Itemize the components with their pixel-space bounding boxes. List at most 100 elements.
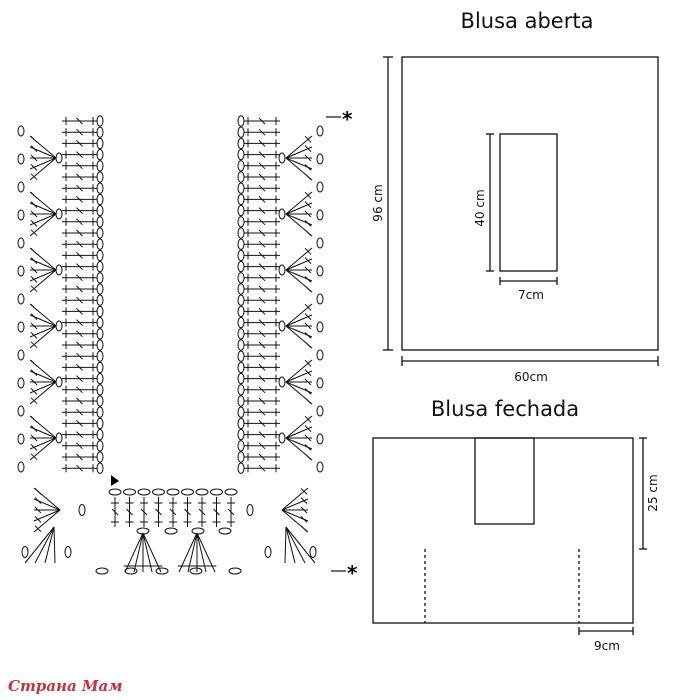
stitch-tick (76, 386, 83, 394)
chain-stitch-icon (316, 377, 324, 389)
chain-stitch-icon (17, 153, 25, 165)
chain-stitch-icon (96, 272, 104, 284)
stitch-tick (30, 210, 38, 218)
stitch-tick (304, 285, 312, 293)
stitch-tick (76, 263, 83, 270)
chain-stitch-icon (17, 405, 25, 417)
arm-opening-outline (499, 133, 558, 272)
chain-stitch-icon (218, 527, 232, 535)
stitch-tick (30, 443, 38, 451)
chain-stitch-icon (224, 488, 238, 496)
stitch-tick (76, 218, 83, 226)
chain-stitch-icon (316, 405, 324, 417)
chain-stitch-icon (96, 462, 104, 474)
fan-stitch-icon (285, 526, 316, 564)
stitch-tick (76, 352, 83, 360)
crochet-stitch-chart (17, 115, 324, 575)
chain-stitch-icon (96, 350, 104, 362)
chain-stitch-icon (316, 349, 324, 361)
closed-height-label: 25 cm (646, 474, 660, 511)
chain-stitch-icon (55, 152, 63, 164)
stitch-tick (30, 285, 38, 293)
stitch-tick (76, 117, 83, 125)
stitch-tick (198, 508, 206, 516)
stitch-tick (300, 487, 308, 495)
stitch-tick (258, 229, 266, 237)
stitch-tick (30, 219, 38, 227)
chain-stitch-icon (237, 238, 245, 250)
stitch-tick (258, 352, 266, 360)
stitch-tick (258, 420, 266, 427)
stitch-tick (76, 341, 83, 349)
chain-stitch-icon (210, 488, 223, 496)
opening-height-label: 40 cm (473, 189, 487, 226)
stitch-tick (30, 257, 38, 265)
chain-stitch-icon (189, 567, 203, 575)
stitch-tick (304, 191, 312, 199)
stitch-tick (76, 319, 83, 326)
stitch-tick (76, 364, 83, 371)
stitch-tick (304, 397, 312, 405)
stitch-tick (258, 341, 266, 349)
chain-stitch-icon (96, 316, 104, 329)
chain-stitch-icon (316, 237, 324, 249)
chain-stitch-icon (96, 428, 104, 441)
stitch-tick (304, 378, 312, 386)
chain-stitch-icon (96, 440, 104, 452)
stitch-tick (258, 218, 266, 226)
chain-stitch-icon (17, 377, 25, 389)
chain-stitch-icon (108, 488, 122, 496)
stitch-tick (304, 173, 312, 181)
chain-stitch-icon (316, 209, 324, 221)
stitch-tick (76, 296, 83, 304)
watermark-logo: Страна Мам (8, 677, 122, 695)
chain-stitch-icon (96, 395, 104, 407)
stitch-tick (304, 359, 312, 367)
chain-stitch-icon (96, 328, 104, 340)
chain-stitch-icon (17, 237, 25, 249)
open-blouse-outline (401, 56, 659, 351)
stitch-tick (76, 128, 83, 136)
stitch-tick (34, 497, 42, 505)
stitch-tick (300, 497, 308, 505)
stitch-tick (258, 330, 266, 338)
chain-stitch-icon (237, 137, 245, 150)
chain-stitch-icon (96, 451, 104, 463)
stitch-tick (304, 163, 312, 171)
stitch-tick (304, 387, 312, 395)
stitch-tick (111, 508, 119, 516)
stitch-tick (304, 201, 312, 209)
chain-stitch-icon (278, 320, 286, 332)
chain-stitch-icon (237, 384, 245, 396)
chain-stitch-icon (17, 181, 25, 193)
chain-stitch-icon (96, 417, 104, 430)
chain-stitch-icon (316, 461, 324, 473)
chain-stitch-icon (237, 294, 245, 306)
stitch-tick (76, 285, 83, 293)
stitch-tick (304, 313, 312, 321)
stitch-tick (30, 378, 38, 386)
stitch-tick (258, 207, 266, 214)
chain-stitch-icon (17, 293, 25, 305)
stitch-tick (304, 210, 312, 218)
repeat-marker-top: * (342, 107, 353, 131)
stitch-tick (258, 296, 266, 304)
chain-stitch-icon (123, 488, 136, 496)
chain-stitch-icon (17, 461, 25, 473)
stitch-tick (304, 266, 312, 274)
stitch-tick (34, 525, 42, 533)
chain-stitch-icon (55, 432, 63, 444)
chain-stitch-icon (95, 567, 109, 575)
stitch-tick (30, 397, 38, 405)
chain-stitch-icon (96, 160, 104, 172)
chain-stitch-icon (237, 440, 245, 452)
chain-stitch-icon (96, 204, 104, 217)
chain-stitch-icon (96, 294, 104, 306)
stitch-tick (34, 515, 42, 523)
stitch-tick (258, 274, 266, 282)
stitch-tick (30, 387, 38, 395)
stitch-tick (258, 240, 266, 248)
stitch-tick (30, 266, 38, 274)
chain-stitch-icon (17, 125, 25, 137)
stitch-tick (258, 117, 266, 125)
